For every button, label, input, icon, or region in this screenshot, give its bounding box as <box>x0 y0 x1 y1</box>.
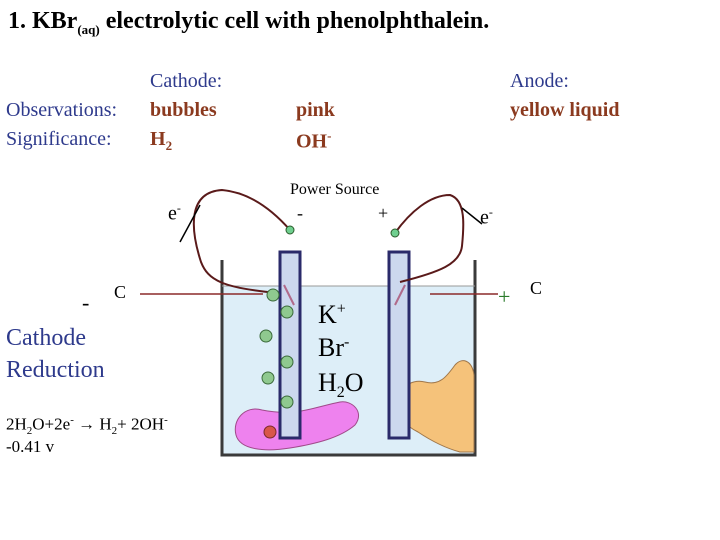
cathode-sign: - <box>82 290 90 315</box>
br-base: Br <box>318 333 344 362</box>
eq-part: 2H <box>6 414 27 434</box>
title-subscript: (aq) <box>77 21 100 37</box>
electron-base: e <box>168 202 177 225</box>
right-electron-label: e- <box>480 205 493 230</box>
cathode-wire <box>192 188 291 294</box>
anode-electrode-letter: C <box>530 278 543 298</box>
cathode-observation: bubbles <box>150 99 217 121</box>
anode-observation: yellow liquid <box>510 99 620 121</box>
oh-base: OH <box>296 130 328 153</box>
anode-heading: Anode: <box>510 70 569 92</box>
left-electron-label: e- <box>168 201 181 226</box>
k-superscript: + <box>336 300 346 318</box>
bubble <box>280 305 294 319</box>
h2o-subscript: 2 <box>336 384 345 402</box>
page-title: 1. KBr(aq) electrolytic cell with phenol… <box>8 8 489 38</box>
cathode-process: Reduction <box>6 357 105 383</box>
h2o-o: O <box>344 368 364 397</box>
anode-mark <box>394 284 406 306</box>
oh-superscript: - <box>327 128 332 143</box>
eq-part: + 2OH <box>117 414 165 434</box>
cathode-heading: Cathode: <box>150 70 223 92</box>
water-molecule: H2O <box>318 368 364 402</box>
power-source-label: Power Source <box>290 181 380 198</box>
middle-observation: pink <box>296 99 335 121</box>
anode-wire <box>394 193 465 283</box>
power-positive-terminal <box>390 228 400 238</box>
observations-label: Observations: <box>6 99 118 121</box>
h2-subscript: 2 <box>165 138 173 153</box>
electron-base: e <box>480 206 489 229</box>
bubble <box>259 329 273 343</box>
electron-superscript: - <box>488 205 493 219</box>
title-rest: electrolytic cell with phenolphthalein. <box>99 8 490 34</box>
power-source-minus: - <box>297 203 303 223</box>
bubble <box>280 355 294 369</box>
k-base: K <box>318 300 337 329</box>
left-electron-arrow <box>179 204 201 243</box>
yellow-solution-region <box>397 360 475 453</box>
middle-significance: OH- <box>296 128 331 154</box>
potassium-ion: K+ <box>318 300 346 330</box>
eq-subscript: 2 <box>26 425 33 438</box>
anode-sign: + <box>498 284 511 309</box>
eq-subscript: 2 <box>111 425 118 438</box>
cathode-electrode-letter: C <box>114 282 127 302</box>
reduction-voltage: -0.41 v <box>6 437 55 456</box>
bubble <box>266 288 280 302</box>
eq-superscript: - <box>164 414 168 426</box>
right-electron-arrow <box>461 207 483 225</box>
h2-base: H <box>150 128 166 150</box>
bromide-ion: Br- <box>318 333 349 363</box>
cathode-mark <box>283 284 295 306</box>
bubble <box>280 395 294 409</box>
bubble <box>261 371 275 385</box>
significance-label: Significance: <box>6 128 112 150</box>
cathode-significance: H2 <box>150 128 172 154</box>
title-prefix: 1. KBr <box>8 8 78 34</box>
power-source-plus: + <box>378 203 389 223</box>
eq-superscript: - <box>70 414 74 426</box>
h2o-h: H <box>318 368 337 397</box>
br-superscript: - <box>344 333 350 351</box>
electron-superscript: - <box>176 201 181 215</box>
power-negative-terminal <box>285 225 295 235</box>
cathode-name: Cathode <box>6 325 86 351</box>
eq-part: O+2e <box>32 414 71 434</box>
anode-electrode <box>387 250 411 440</box>
cathode-electrode <box>278 250 302 440</box>
beaker <box>220 260 477 457</box>
eq-part: → H <box>73 414 112 434</box>
red-bubble <box>263 425 277 439</box>
half-reaction-equation: 2H2O+2e- → H2+ 2OH- <box>6 414 168 437</box>
